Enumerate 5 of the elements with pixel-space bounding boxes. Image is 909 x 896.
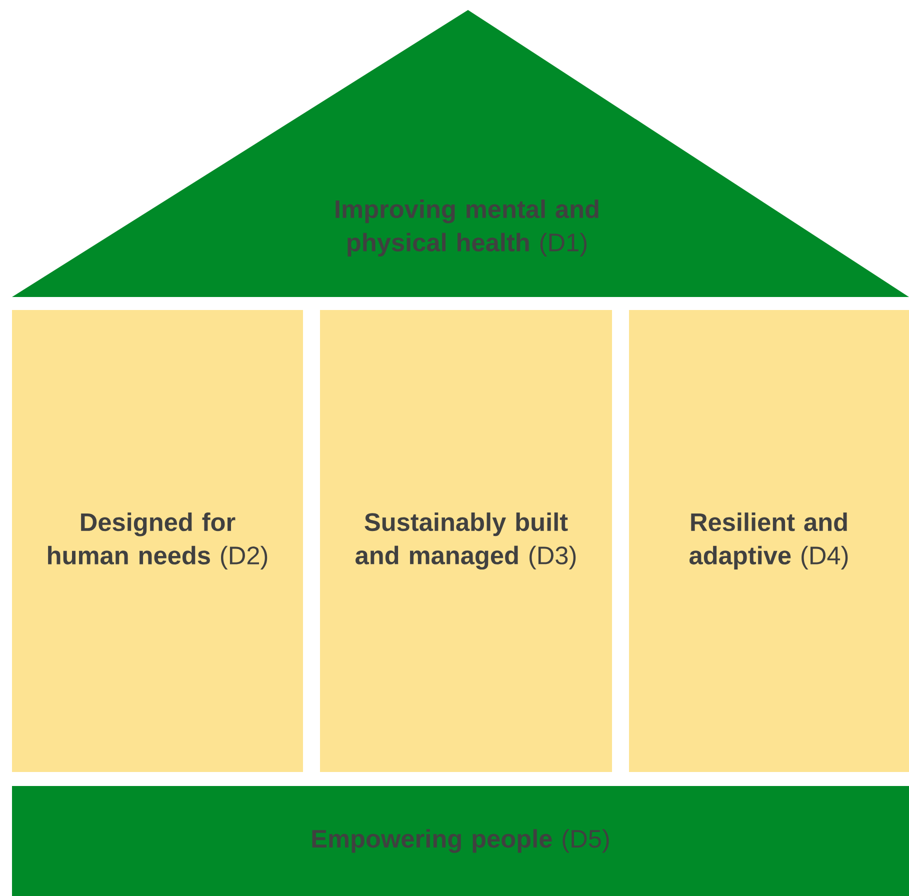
pillar-box: Designed for human needs (D2) (12, 310, 303, 772)
foundation-band: Empowering people (D5) (12, 786, 909, 896)
roof-triangle: Improving mental and physical health (D1) (12, 10, 909, 297)
pillar-box: Sustainably built and managed (D3) (320, 310, 612, 772)
pillar-box: Resilient and adaptive (D4) (629, 310, 909, 772)
